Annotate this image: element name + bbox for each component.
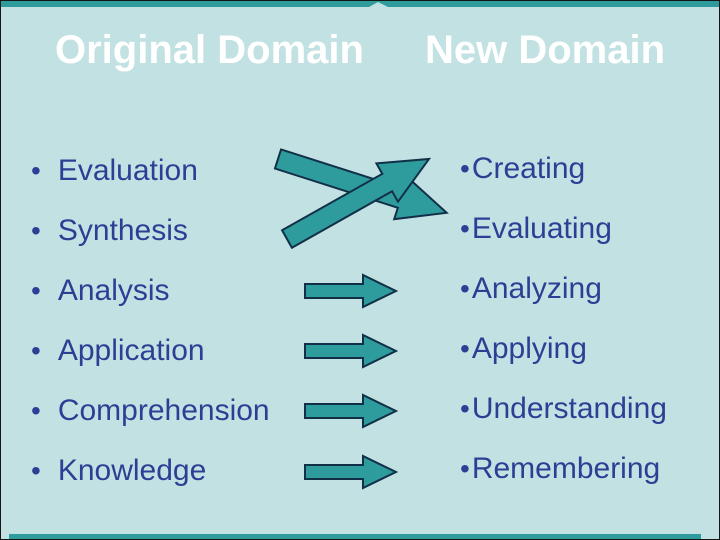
right-arrow-icon <box>304 273 398 309</box>
right-arrow-icon <box>304 454 398 490</box>
list-item: • Evaluation <box>31 141 270 201</box>
list-item-label: Synthesis <box>57 214 188 247</box>
list-item: • Knowledge <box>31 441 270 501</box>
bullet-icon: • <box>460 393 470 424</box>
list-item-label: Applying <box>471 332 587 365</box>
list-item: •Creating <box>460 139 667 199</box>
list-item: •Understanding <box>460 379 667 439</box>
original-domain-list: • Evaluation • Synthesis • Analysis • Applicati… <box>31 141 270 501</box>
list-item-label: Analysis <box>57 274 170 307</box>
bullet-icon: • <box>31 155 41 186</box>
list-item-label: Evaluating <box>471 212 612 245</box>
list-item-label: Evaluation <box>57 154 198 187</box>
list-item-label: Comprehension <box>57 394 270 427</box>
bullet-icon: • <box>460 273 470 304</box>
list-item: •Applying <box>460 319 667 379</box>
new-domain-title: New Domain <box>425 28 666 72</box>
list-item: • Synthesis <box>31 201 270 261</box>
right-arrow-icon <box>304 393 398 429</box>
bullet-icon: • <box>31 395 41 426</box>
bullet-icon: • <box>31 275 41 306</box>
list-item-label: Application <box>57 334 205 367</box>
bullet-icon: • <box>460 453 470 484</box>
right-arrow-icon <box>304 333 398 369</box>
list-item: • Comprehension <box>31 381 270 441</box>
list-item-label: Knowledge <box>57 454 207 487</box>
list-item-label: Creating <box>471 152 586 185</box>
list-item: •Evaluating <box>460 199 667 259</box>
bullet-icon: • <box>31 455 41 486</box>
list-item-label: Understanding <box>471 392 667 425</box>
crossed-arrows-icon <box>273 148 449 250</box>
original-domain-title: Original Domain <box>55 28 364 72</box>
teal-edge-strip-top-icon <box>1 1 719 7</box>
list-item: • Application <box>31 321 270 381</box>
bullet-icon: • <box>460 333 470 364</box>
bullet-icon: • <box>31 335 41 366</box>
teal-edge-strip-bottom-icon <box>9 534 701 539</box>
list-item: • Analysis <box>31 261 270 321</box>
list-item: •Remembering <box>460 439 667 499</box>
list-item-label: Remembering <box>471 452 661 485</box>
new-domain-list: •Creating•Evaluating•Analyzing•Applying•… <box>460 139 667 499</box>
list-item-label: Analyzing <box>471 272 602 305</box>
list-item: •Analyzing <box>460 259 667 319</box>
bullet-icon: • <box>460 213 470 244</box>
bullet-icon: • <box>460 153 470 184</box>
bullet-icon: • <box>31 215 41 246</box>
